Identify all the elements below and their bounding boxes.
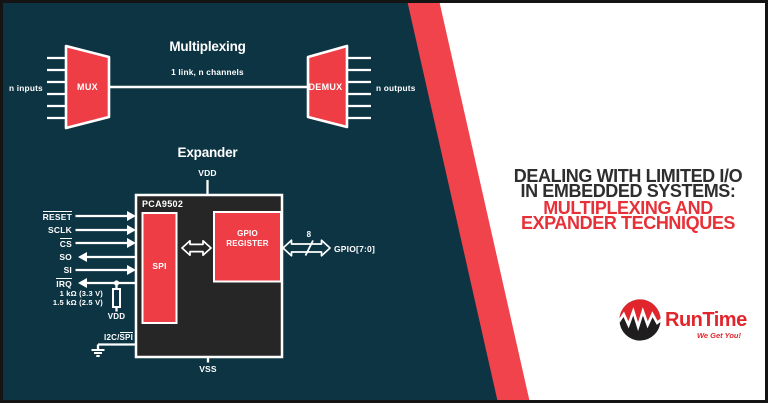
vdd-top-label: VDD (198, 168, 217, 178)
headline: DEALING WITH LIMITED I/O IN EMBEDDED SYS… (482, 166, 768, 233)
link-label: 1 link, n channels (171, 67, 244, 77)
n-inputs-label: n inputs (9, 83, 43, 93)
pullup-resistor (112, 280, 121, 312)
headline-line-3: MULTIPLEXING AND (543, 198, 713, 219)
signal-irq: IRQ (28, 277, 72, 289)
logo-tagline: We Get You! (696, 331, 741, 340)
signal-cs-text: CS (59, 237, 72, 249)
mux-input-lines (47, 56, 66, 120)
spi-block-label: SPI (152, 261, 167, 271)
mode-prefix-text: I2C/ (104, 333, 120, 342)
multiplexing-title: Multiplexing (169, 39, 246, 54)
pullup-value-1: 1 kΩ (3.3 V) (59, 288, 103, 298)
gpio-register-label: GPIO REGISTER (226, 229, 269, 248)
input-signal-arrows (75, 211, 136, 275)
demux-label: DEMUX (308, 82, 343, 92)
signal-so: SO (59, 251, 72, 262)
mode-select-label: I2C/SPI (88, 332, 133, 342)
spi-gpio-double-arrow (181, 239, 212, 257)
demux-output-lines (347, 56, 371, 120)
gpio-bus-double-arrow (282, 239, 331, 257)
mux-label: MUX (77, 82, 98, 92)
gpio-register-block (213, 211, 282, 283)
runtime-logo: RunTime We Get You! (618, 297, 748, 345)
spi-block (141, 212, 178, 324)
bus-width-label: 8 (306, 230, 312, 239)
signal-reset: RESET (28, 210, 72, 222)
pullup-value-2: 1.5 kΩ (2.5 V) (52, 297, 103, 307)
signal-irq-text: IRQ (56, 277, 72, 289)
mode-spi-text: SPI (119, 332, 133, 342)
headline-line-2: IN EMBEDDED SYSTEMS: (520, 180, 736, 201)
bus-width-slash (304, 240, 314, 256)
pullup-vdd-label: VDD (107, 312, 126, 321)
expander-title: Expander (177, 145, 238, 160)
vss-label: VSS (199, 364, 217, 374)
demux-shape (306, 44, 349, 129)
runtime-logo-mark-icon (619, 299, 661, 341)
n-outputs-label: n outputs (376, 83, 416, 93)
logo-name: RunTime (665, 309, 747, 331)
signal-sclk: SCLK (48, 224, 72, 235)
mode-pin-ground (91, 343, 137, 357)
mux-shape (64, 44, 111, 130)
headline-line-1: DEALING WITH LIMITED I/O (513, 166, 743, 186)
headline-line-4: EXPANDER TECHNIQUES (520, 212, 736, 233)
chip-label: PCA9502 (142, 199, 184, 209)
signal-cs: CS (28, 237, 72, 249)
signal-reset-text: RESET (42, 210, 72, 222)
gpio-bus-label: GPIO[7:0] (334, 244, 376, 254)
signal-si: SI (63, 264, 72, 275)
output-signal-arrows (78, 252, 137, 288)
